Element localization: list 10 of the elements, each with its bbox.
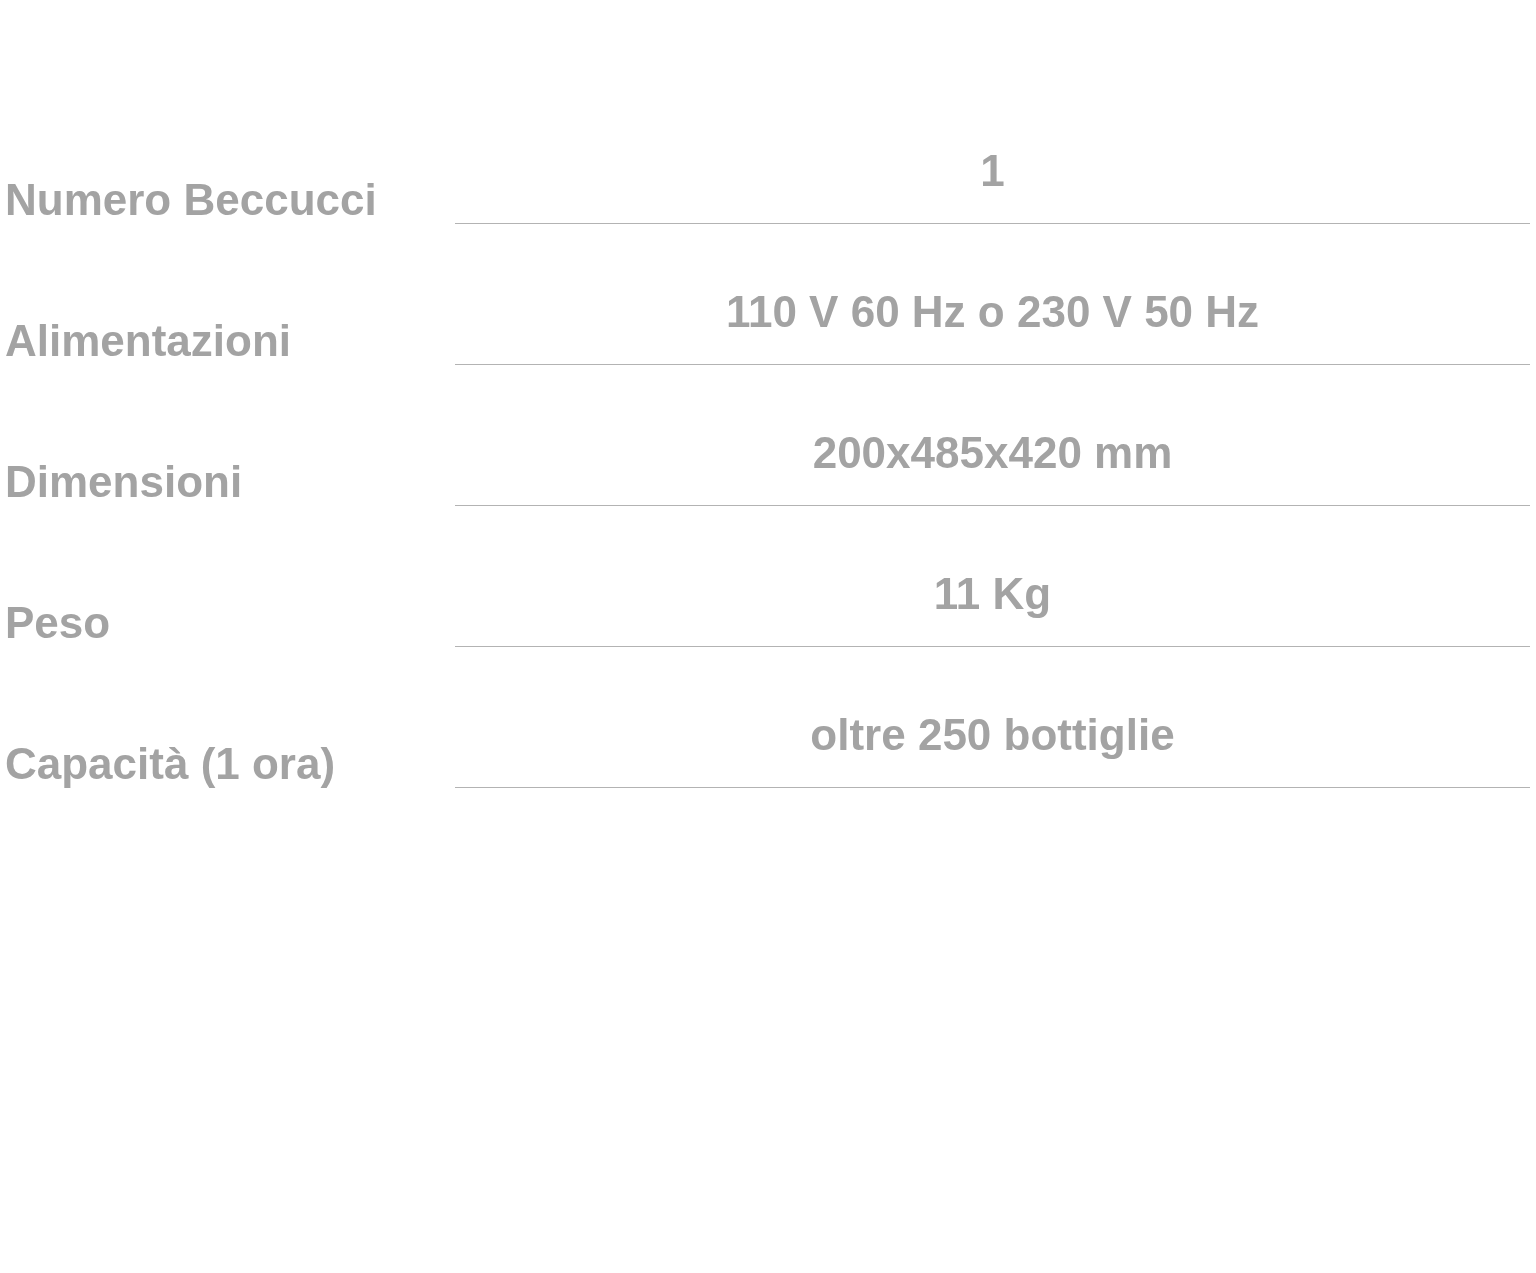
- row-label: Numero Beccucci: [5, 178, 377, 222]
- spec-value: 1: [979, 149, 1006, 193]
- spec-value: 110 V 60 Hz o 230 V 50 Hz: [724, 290, 1261, 334]
- spec-value: 200x485x420 mm: [811, 431, 1174, 475]
- spec-value: oltre 250 bottiglie: [809, 713, 1176, 757]
- row-label: Alimentazioni: [5, 319, 292, 363]
- row-label: Dimensioni: [5, 460, 243, 504]
- spec-value: 11 Kg: [932, 572, 1053, 616]
- row-label: Peso: [5, 601, 111, 645]
- row-label: Capacità (1 ora): [5, 742, 336, 786]
